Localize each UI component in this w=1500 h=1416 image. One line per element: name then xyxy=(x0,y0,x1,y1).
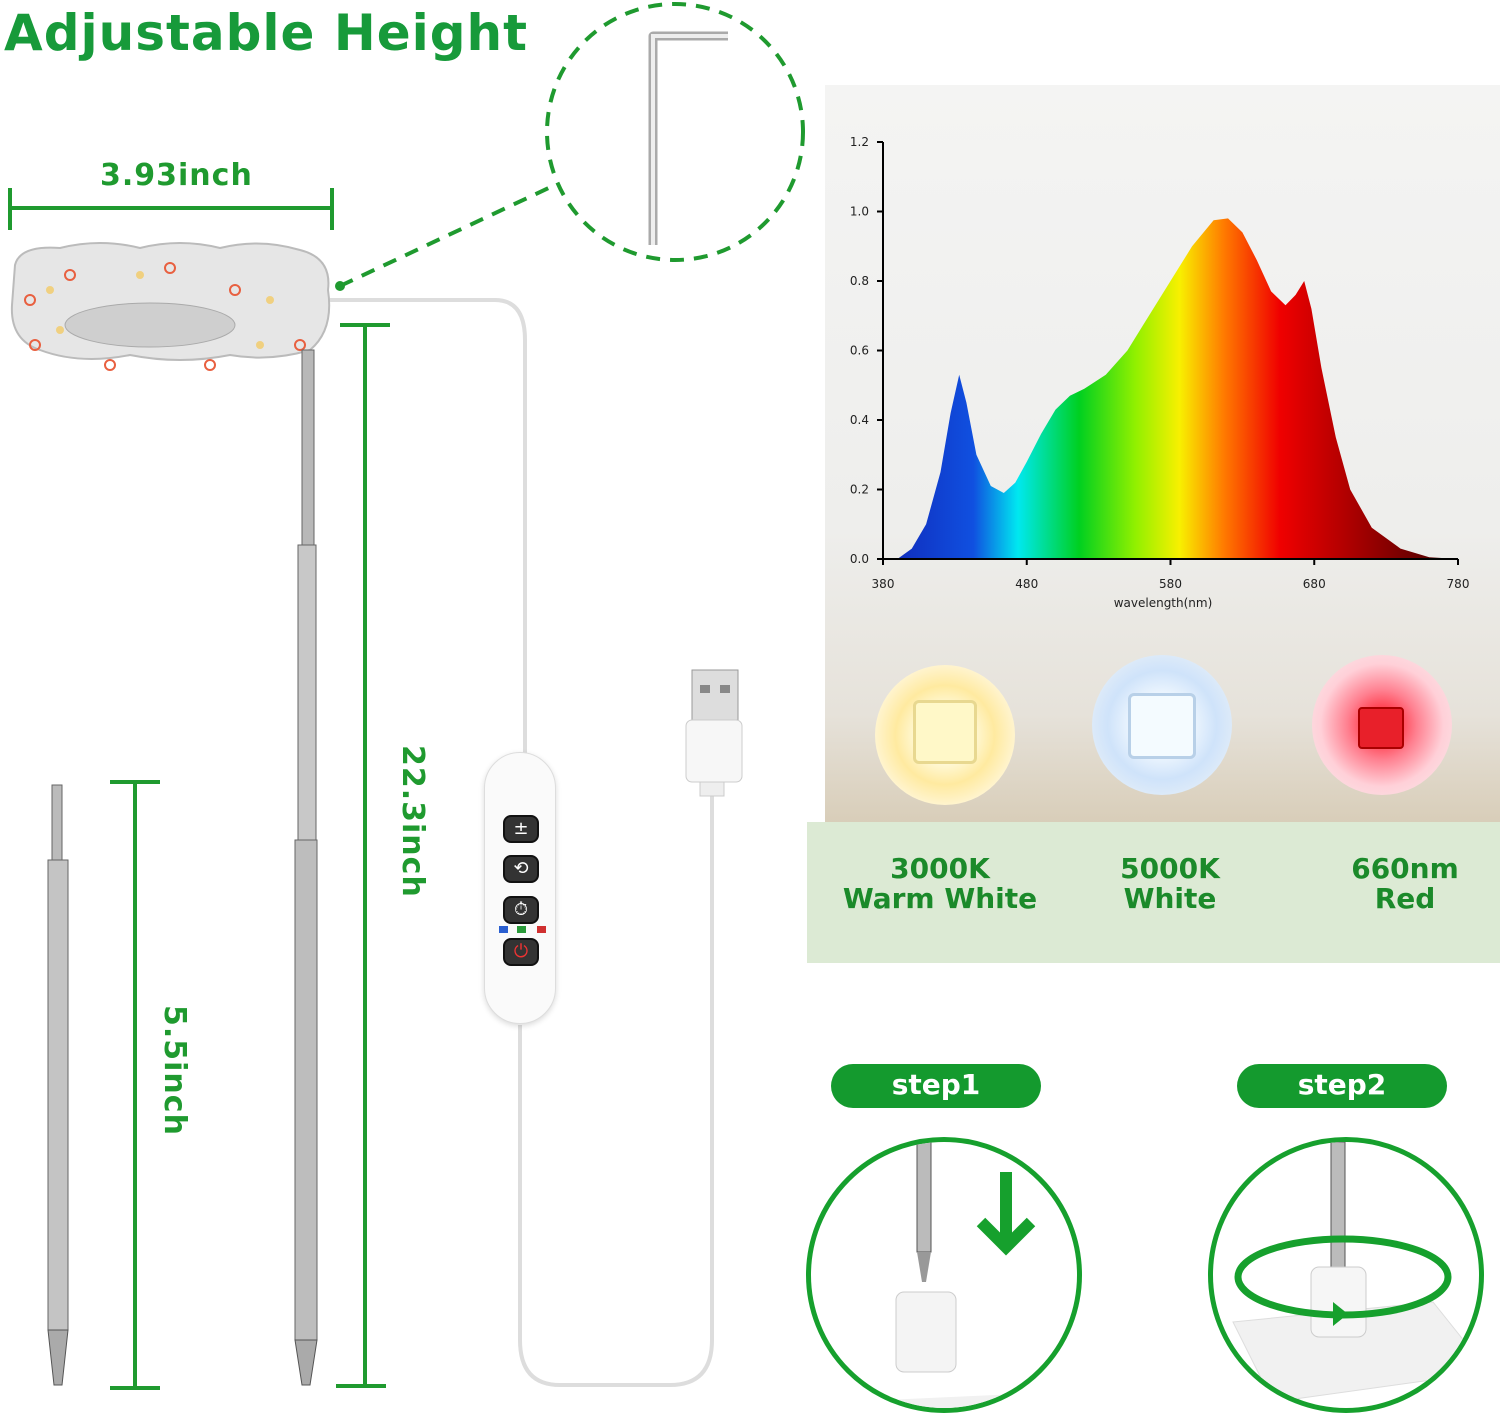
brightness-button[interactable]: ± xyxy=(503,815,539,843)
y-tick-label: 0.4 xyxy=(850,413,869,427)
ring-width-label: 3.93inch xyxy=(100,158,253,193)
x-tick-label: 480 xyxy=(1015,577,1038,591)
pole-height-dimension-line xyxy=(336,323,390,1388)
y-tick-label: 0.0 xyxy=(850,552,869,566)
y-tick-label: 0.8 xyxy=(850,274,869,288)
led-label-panel xyxy=(807,822,1500,963)
timer-icon: ⏱ xyxy=(513,899,529,920)
ground-stake xyxy=(47,784,69,1386)
power-icon: ⏻ xyxy=(513,941,529,962)
usb-cable xyxy=(330,298,714,1387)
led-name: Red xyxy=(1374,882,1436,915)
pole-height-label: 22.3inch xyxy=(395,745,430,898)
ring-light xyxy=(10,242,331,371)
warm-white-led xyxy=(875,665,1015,805)
x-axis-title: wavelength(nm) xyxy=(1114,596,1213,610)
stake-length-label: 5.5inch xyxy=(157,1005,192,1136)
allen-key-zoom-circle xyxy=(545,2,805,262)
y-tick-label: 1.2 xyxy=(850,135,869,149)
x-tick-label: 780 xyxy=(1447,577,1470,591)
down-arrow-icon xyxy=(976,1172,1036,1256)
spectrum-chart: 0.0 0.2 0.4 0.6 0.8 1.0 1.2 380 480 580 680 780 wav… xyxy=(850,135,1470,610)
x-tick-label: 580 xyxy=(1159,577,1182,591)
page-title: Adjustable Height xyxy=(4,4,529,62)
stake-dimension-line xyxy=(110,780,160,1390)
allen-key-icon xyxy=(648,31,728,245)
white-led xyxy=(1092,655,1232,795)
red-indicator xyxy=(537,926,546,933)
y-tick-label: 0.2 xyxy=(850,483,869,497)
remote-controller: ± ⟲ ⏱ ⏻ xyxy=(484,752,556,1024)
red-led xyxy=(1312,655,1452,795)
led-name: Warm White xyxy=(842,882,1038,915)
step1-badge: step1 xyxy=(831,1064,1041,1108)
led-temp: 660nm xyxy=(1351,852,1459,885)
y-tick-label: 1.0 xyxy=(850,205,869,219)
step1-illustration xyxy=(806,1137,1082,1413)
cycle-icon: ⟲ xyxy=(513,858,529,879)
mode-button[interactable]: ⟲ xyxy=(503,855,539,883)
timer-button[interactable]: ⏱ xyxy=(503,896,539,924)
power-button[interactable]: ⏻ xyxy=(503,938,539,966)
x-tick-label: 680 xyxy=(1303,577,1326,591)
spectrum-area xyxy=(897,218,1458,559)
width-dimension-line xyxy=(8,188,334,230)
telescopic-pole xyxy=(294,349,318,1386)
led-temp: 3000K xyxy=(890,852,990,885)
step2-illustration xyxy=(1208,1137,1484,1413)
blue-indicator xyxy=(499,926,508,933)
product-illustration xyxy=(8,2,805,1390)
step2-badge: step2 xyxy=(1237,1064,1447,1108)
usb-plug xyxy=(685,669,743,797)
led-temp: 5000K xyxy=(1120,852,1220,885)
plus-minus-icon: ± xyxy=(513,818,529,839)
led-name: White xyxy=(1123,882,1217,915)
green-indicator xyxy=(517,926,526,933)
y-tick-label: 0.6 xyxy=(850,344,869,358)
x-tick-label: 380 xyxy=(872,577,895,591)
